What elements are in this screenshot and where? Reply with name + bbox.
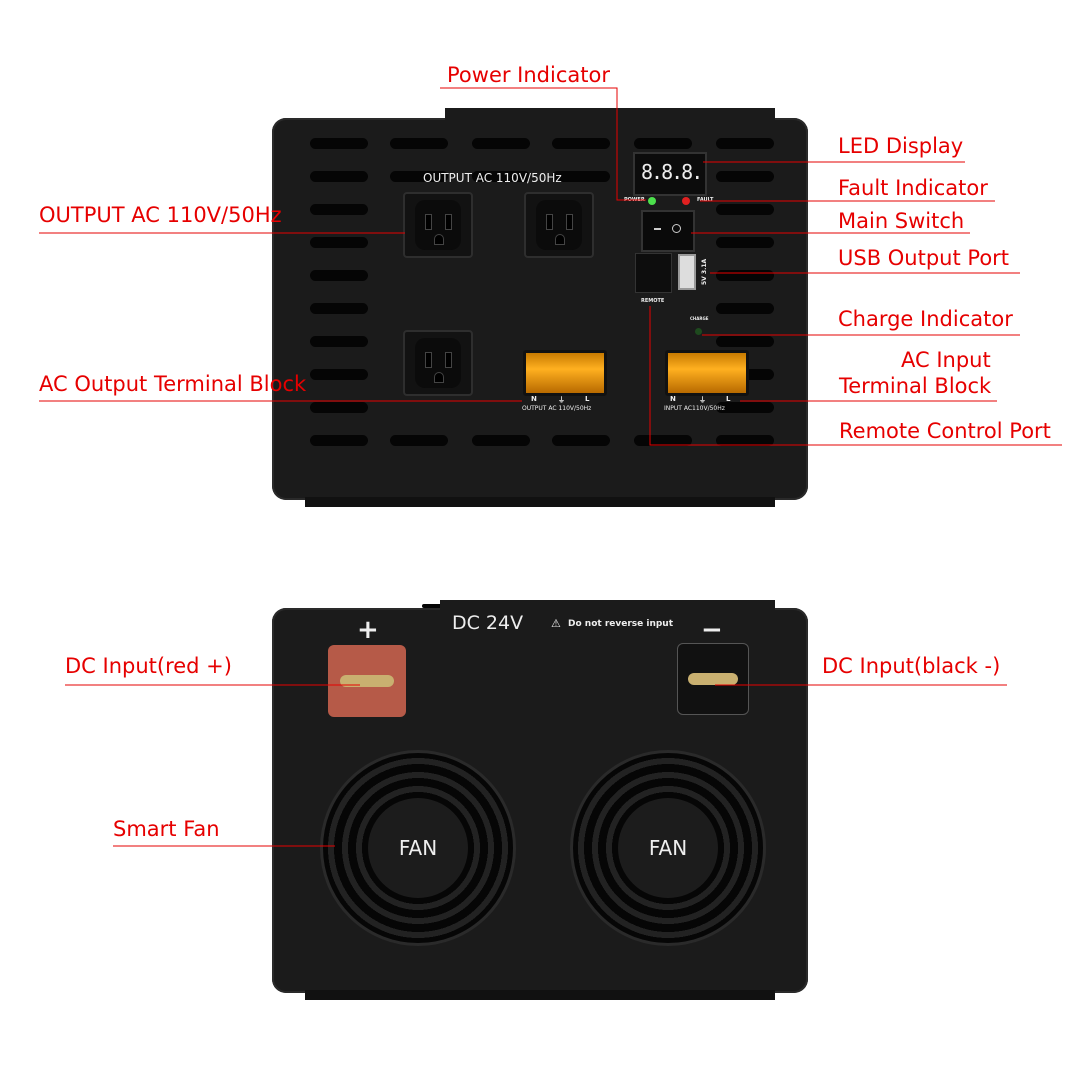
vent-slot — [310, 171, 368, 182]
input-terminal-label: INPUT AC110V/50Hz — [664, 405, 725, 412]
vent-slot — [390, 171, 448, 182]
output-panel-title: OUTPUT AC 110V/50Hz — [423, 171, 562, 185]
usb-label: 5V 3.1A — [701, 258, 708, 285]
vent-slot — [716, 204, 774, 215]
vent-slot — [310, 270, 368, 281]
callout-fault-indicator: Fault Indicator — [838, 176, 988, 200]
vent-slot — [310, 138, 368, 149]
out-terminal-l: L — [585, 395, 590, 403]
in-terminal-ground: ⏚ — [699, 396, 706, 404]
vent-slot — [552, 435, 610, 446]
vent-slot — [310, 237, 368, 248]
vent-slot — [716, 237, 774, 248]
callout-ac-output-terminal-block: AC Output Terminal Block — [39, 372, 307, 396]
vent-slot — [390, 138, 448, 149]
plus-sign: + — [357, 615, 379, 645]
ac-outlet-3[interactable] — [403, 330, 473, 396]
vent-slot — [716, 138, 774, 149]
ac-outlet-1[interactable] — [403, 192, 473, 258]
callout-main-switch: Main Switch — [838, 209, 965, 233]
vent-slot — [716, 270, 774, 281]
vent-slot — [634, 435, 692, 446]
vent-slot — [552, 138, 610, 149]
vent-slot — [472, 138, 530, 149]
vent-slot — [310, 204, 368, 215]
out-terminal-ground: ⏚ — [558, 396, 565, 404]
rear-bottom-rail — [305, 990, 775, 1000]
vent-slot — [310, 369, 368, 380]
callout-smart-fan: Smart Fan — [113, 817, 220, 841]
vent-slot — [472, 435, 530, 446]
in-terminal-n: N — [670, 395, 676, 403]
dc-voltage-label: DC 24V — [452, 612, 524, 634]
vent-slot — [310, 435, 368, 446]
fault-label: FAULT — [697, 197, 714, 203]
bolt-icon — [340, 675, 394, 687]
vent-slot — [716, 435, 774, 446]
in-terminal-l: L — [726, 395, 731, 403]
main-switch[interactable] — [641, 210, 695, 252]
usb-output-port[interactable] — [678, 254, 696, 290]
callout-remote-control-port: Remote Control Port — [839, 419, 1051, 443]
vent-slot — [634, 138, 692, 149]
dc-input-positive-terminal[interactable] — [328, 645, 406, 717]
callout-power-indicator: Power Indicator — [447, 63, 610, 87]
minus-sign: − — [701, 615, 723, 645]
vent-slot — [716, 171, 774, 182]
switch-on-mark — [672, 224, 681, 233]
vent-slot — [390, 435, 448, 446]
rear-top-rail — [440, 600, 775, 612]
callout-charge-indicator: Charge Indicator — [838, 307, 1013, 331]
callout-ac-input-line1: AC Input — [901, 348, 991, 372]
bolt-icon — [688, 673, 738, 685]
output-terminal-label: OUTPUT AC 110V/50Hz — [522, 405, 592, 412]
ac-input-terminal-block[interactable] — [665, 350, 749, 396]
charge-label: CHARGE — [690, 316, 709, 321]
callout-dc-input-red: DC Input(red +) — [65, 654, 232, 678]
reverse-warning: Do not reverse input — [568, 619, 674, 629]
callout-usb-output-port: USB Output Port — [838, 246, 1010, 270]
led-display-digits: 8.8.8. — [641, 160, 703, 184]
warning-icon: ⚠ — [551, 617, 561, 630]
callout-led-display: LED Display — [838, 134, 964, 158]
smart-fan-left: FAN — [320, 750, 516, 946]
fault-indicator-led — [682, 197, 690, 205]
vent-slot — [310, 402, 368, 413]
vent-slot — [422, 604, 452, 608]
fan-left-label: FAN — [368, 798, 468, 898]
ac-outlet-2[interactable] — [524, 192, 594, 258]
vent-slot — [310, 303, 368, 314]
dc-input-negative-terminal[interactable] — [677, 643, 749, 715]
power-label: POWER — [624, 197, 645, 203]
ac-output-terminal-block[interactable] — [523, 350, 607, 396]
smart-fan-right: FAN — [570, 750, 766, 946]
callout-dc-input-black: DC Input(black -) — [822, 654, 1001, 678]
remote-control-port[interactable] — [635, 253, 672, 293]
led-display: 8.8.8. — [633, 152, 707, 196]
fan-right-label: FAN — [618, 798, 718, 898]
remote-label: REMOTE — [641, 298, 665, 304]
charge-indicator-led — [695, 328, 702, 335]
front-bottom-rail — [305, 497, 775, 507]
power-indicator-led — [648, 197, 656, 205]
vent-slot — [310, 336, 368, 347]
switch-off-mark — [654, 228, 661, 230]
out-terminal-n: N — [531, 395, 537, 403]
vent-slot — [716, 336, 774, 347]
front-top-rail — [445, 108, 775, 120]
callout-output-ac: OUTPUT AC 110V/50Hz — [39, 203, 282, 227]
vent-slot — [716, 303, 774, 314]
callout-ac-input-line2: Terminal Block — [839, 374, 992, 398]
